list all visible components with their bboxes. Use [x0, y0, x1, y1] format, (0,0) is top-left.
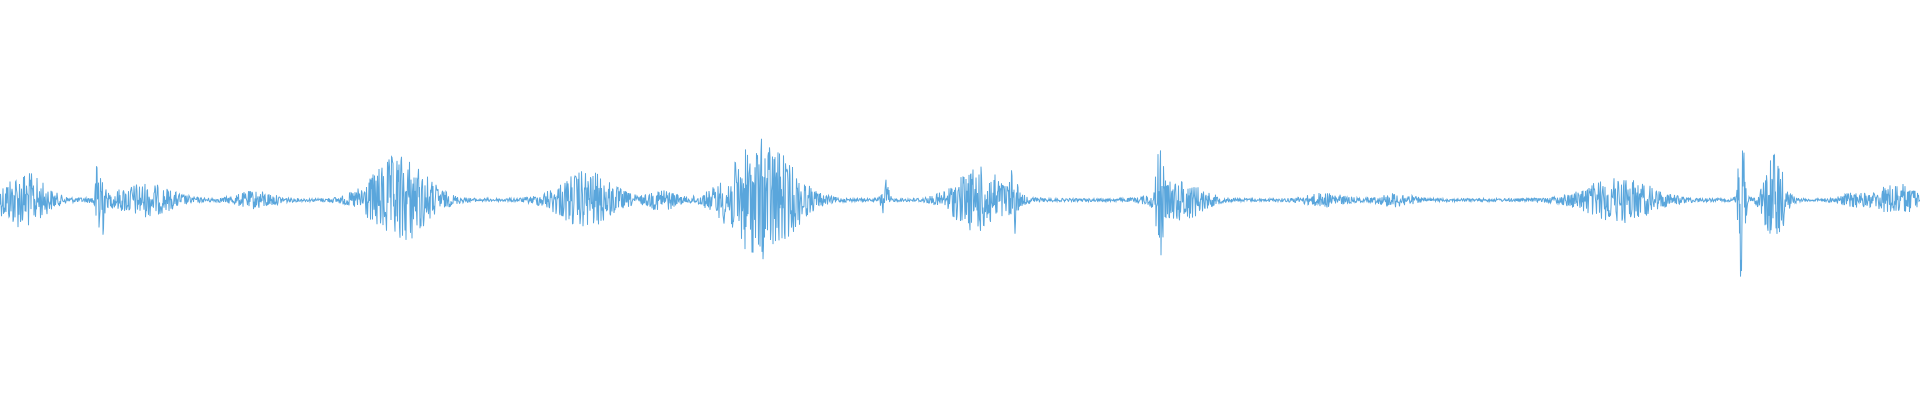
- waveform-trace: [0, 138, 1920, 277]
